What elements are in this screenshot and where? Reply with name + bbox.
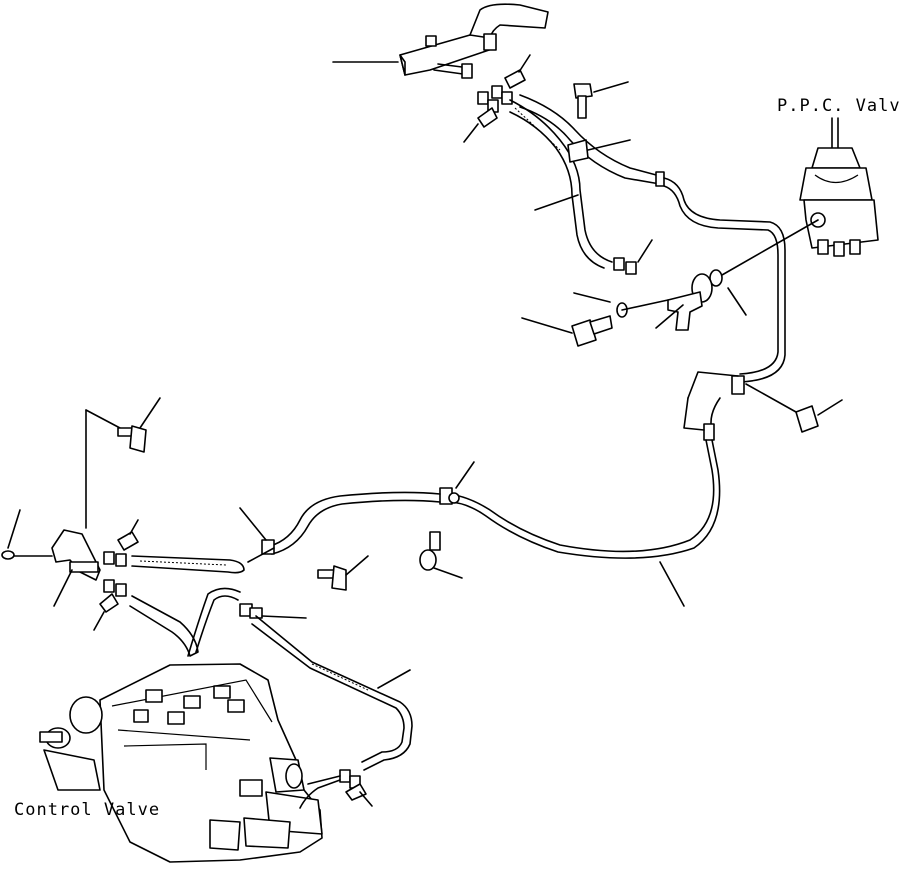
leader-line <box>359 791 373 807</box>
leader-line <box>139 397 161 429</box>
steel-pipe <box>255 615 413 771</box>
leader-line <box>587 139 631 151</box>
leader-line <box>727 287 747 316</box>
leader-line <box>463 123 479 143</box>
control-valve-icon <box>39 663 323 863</box>
left-lower-hose <box>129 595 199 657</box>
leader-line <box>593 81 629 93</box>
leader-line <box>247 547 275 563</box>
bolt-right-icon <box>745 383 819 433</box>
left-upper-hose <box>131 555 245 574</box>
leader-line <box>659 561 685 607</box>
leader-line <box>129 519 139 535</box>
leader-line <box>433 567 463 579</box>
control-valve-hose <box>299 779 341 809</box>
leader-line <box>521 317 573 334</box>
ppc-supply-hose-inner <box>663 185 779 375</box>
leader-line <box>345 555 369 576</box>
pipe-fitting-icon <box>239 603 263 619</box>
ppc-connection-line <box>721 219 819 276</box>
top-manifold-bracket <box>399 3 549 79</box>
tee-fittings-top <box>477 69 526 128</box>
steel-pipe-pattern <box>311 663 369 691</box>
leader-line <box>377 669 411 689</box>
leader-bracket <box>687 371 739 399</box>
leader-line <box>534 194 579 211</box>
steel-pipe-inner <box>251 623 405 763</box>
leader-line <box>261 615 307 619</box>
leader-line <box>239 507 267 541</box>
main-return-hose <box>447 439 715 553</box>
bolt-mid-icon <box>571 315 613 347</box>
bolt-left-top-icon <box>117 425 147 453</box>
left-lower-hose-ext <box>195 595 239 653</box>
leader-line <box>455 461 475 489</box>
left-bracket <box>1 409 121 581</box>
leader-bracket <box>683 397 705 431</box>
leader-line <box>655 304 684 329</box>
ppc-supply-hose <box>663 177 786 383</box>
bolt-left-center-icon <box>317 565 347 591</box>
leader-line <box>518 54 531 73</box>
control-valve-label: Control Valve <box>14 800 161 820</box>
elbow-fittings-mid <box>613 257 723 331</box>
leader-line <box>307 775 341 785</box>
leader-line <box>621 299 669 311</box>
leader-line <box>93 611 105 631</box>
main-return-hose-inner <box>447 439 721 559</box>
elbow-fitting-center-icon <box>419 531 441 571</box>
right-clamp <box>703 375 745 441</box>
leader-line <box>817 399 843 416</box>
upper-hoses <box>509 94 665 269</box>
center-left-hose-inner <box>271 499 441 555</box>
leader-line <box>637 239 653 263</box>
center-left-hose <box>269 491 441 547</box>
tee-fittings-left <box>99 531 139 613</box>
leader-line <box>573 292 611 303</box>
left-lower-hose-ext-inner <box>187 587 241 657</box>
ppc-valve-label: P.P.C. Valve <box>777 96 901 116</box>
leader-line <box>7 509 21 549</box>
leader-line <box>53 569 73 607</box>
center-clamp <box>439 487 460 505</box>
bolt-top-icon <box>573 83 593 119</box>
left-upper-hose-pattern <box>139 560 227 566</box>
ppc-valve-icon <box>799 117 879 257</box>
